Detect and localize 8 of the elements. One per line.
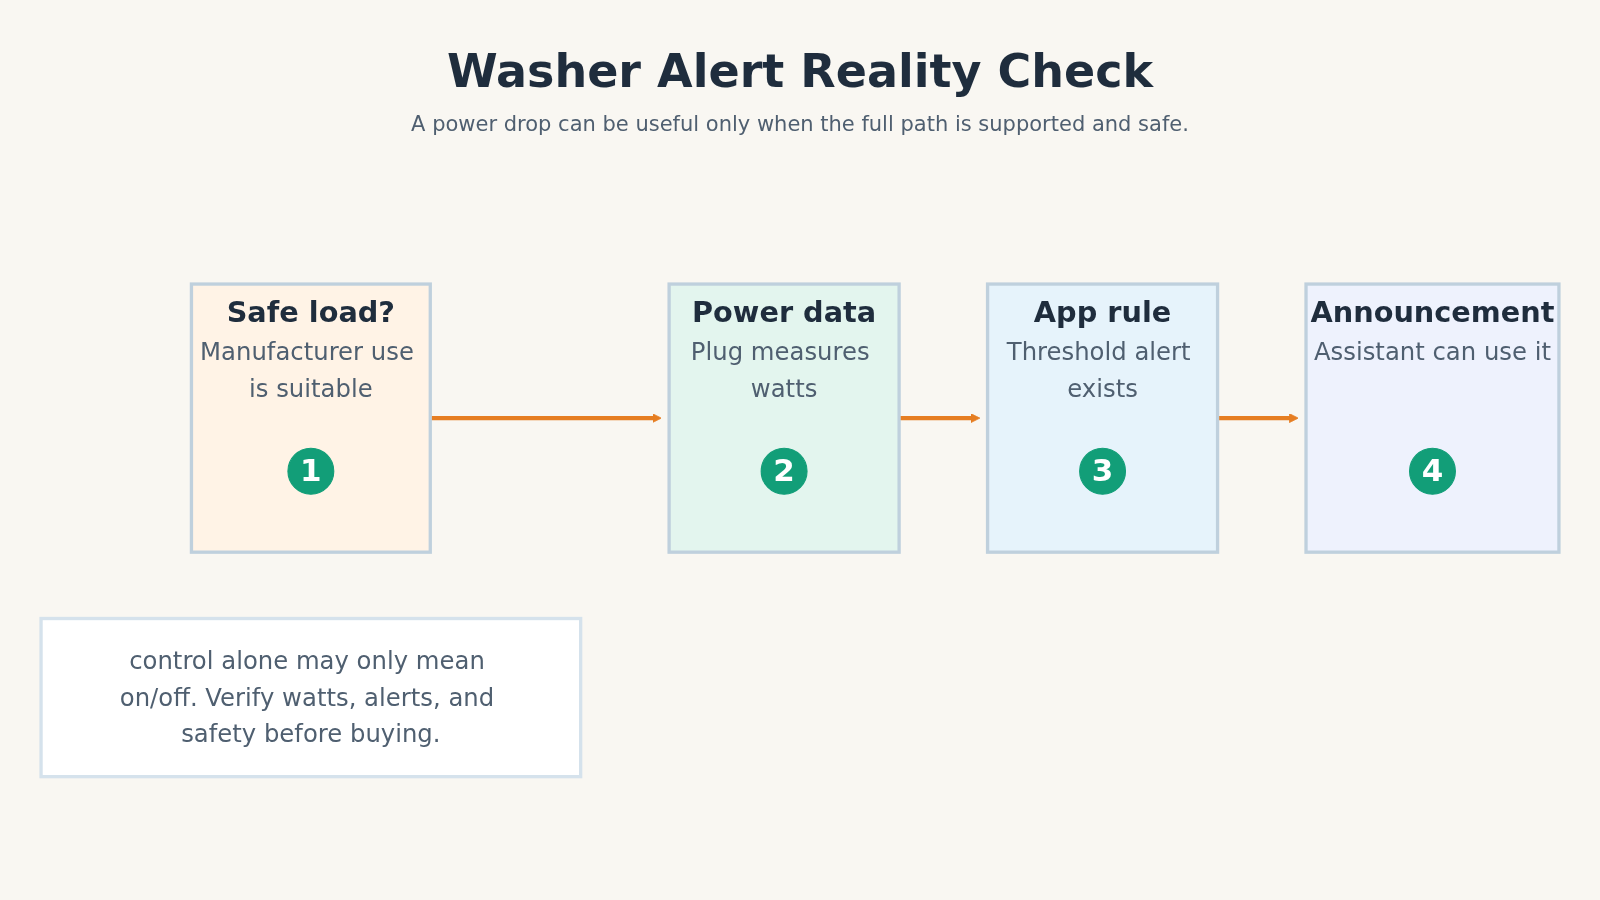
number-circle: 3 <box>1079 447 1127 495</box>
note-box: control alone may only mean on/off. Verify watts, alerts, and safety before buying. <box>39 616 583 778</box>
title: Washer Alert Reality Check <box>446 44 1154 98</box>
number-circle: 1 <box>287 447 335 495</box>
arrow <box>899 412 981 423</box>
number-circle: 4 <box>1409 447 1456 495</box>
number-circle: 2 <box>760 447 808 495</box>
subtitle: A power drop can be useful only when the full path is supported and safe. <box>411 112 1189 136</box>
